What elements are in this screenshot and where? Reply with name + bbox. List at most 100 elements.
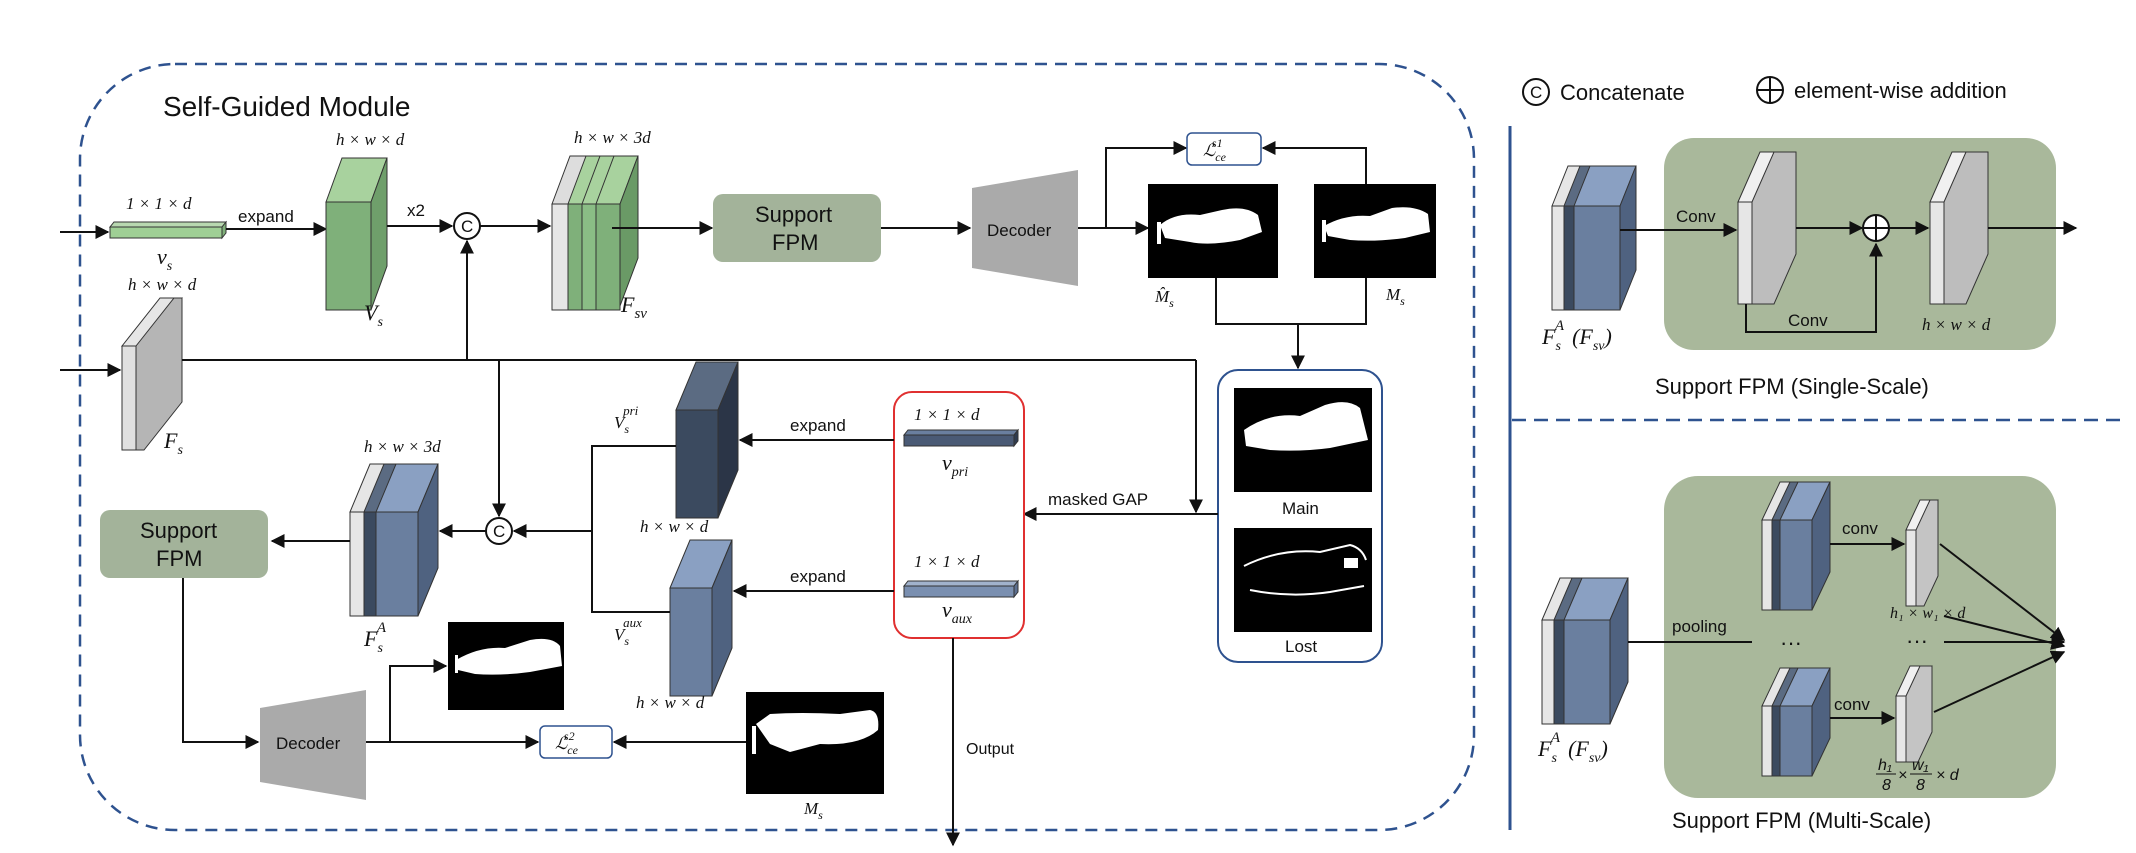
output-label: Output bbox=[966, 741, 1015, 758]
m-hat-mask bbox=[1148, 184, 1278, 278]
decoder-bottom bbox=[260, 690, 366, 800]
multi-dots-1: ··· bbox=[1780, 630, 1802, 655]
self-guided-title: Self-Guided Module bbox=[163, 91, 410, 122]
single-scale-panel bbox=[1664, 138, 2056, 350]
multi-dim2: h₁ 8 × w₁ 8 × d bbox=[1876, 757, 1960, 794]
concat-symbol-top: C bbox=[461, 217, 473, 236]
single-conv2-label: Conv bbox=[1788, 311, 1828, 330]
support-fpm-bottom-line2: FPM bbox=[156, 546, 202, 571]
multi-upper-feature bbox=[1761, 481, 1831, 611]
svg-text:h₁: h₁ bbox=[1878, 757, 1892, 774]
F-sv-label: Fsv bbox=[620, 292, 647, 322]
multi-scale-input-label: FsA(Fsv) bbox=[1537, 730, 1608, 766]
single-out-dim: h × w × d bbox=[1922, 315, 1991, 334]
v-aux-dim: 1 × 1 × d bbox=[914, 552, 980, 571]
v-s-vector bbox=[108, 220, 228, 240]
fpm-to-decoder-bottom bbox=[182, 578, 260, 749]
F-s-dim: h × w × d bbox=[128, 275, 197, 294]
multi-converge-1 bbox=[1939, 543, 2066, 641]
V-s-label: Vs bbox=[364, 300, 383, 330]
single-out-feature bbox=[1929, 151, 1989, 305]
self-guided-module-border bbox=[78, 62, 1476, 832]
single-scale-input-label: FsA(Fsv) bbox=[1541, 318, 1612, 354]
expand-label-pri: expand bbox=[790, 416, 846, 435]
m-s-label-top: Ms bbox=[1385, 285, 1405, 308]
svg-text:8: 8 bbox=[1916, 777, 1925, 794]
F-sA-label: FsA bbox=[363, 620, 387, 656]
decoder-bottom-label: Decoder bbox=[276, 734, 341, 753]
V-aux-dim: h × w × d bbox=[636, 693, 705, 712]
legend-add-label: element-wise addition bbox=[1794, 78, 2007, 103]
decoder-top-to-loss bbox=[1078, 141, 1188, 229]
v-s-dim: 1 × 1 × d bbox=[126, 194, 192, 213]
F-s-label: Fs bbox=[163, 428, 183, 458]
multi-upper-out bbox=[1905, 499, 1939, 607]
m-s-label-bottom: Ms bbox=[803, 799, 823, 822]
m-hat-label: M̂s bbox=[1154, 287, 1174, 310]
masked-gap-label: masked GAP bbox=[1048, 490, 1148, 509]
support-fpm-top-line2: FPM bbox=[772, 230, 818, 255]
m-s-mask-bottom bbox=[746, 692, 884, 794]
support-fpm-top bbox=[713, 194, 881, 262]
svg-text:w₁: w₁ bbox=[1912, 757, 1929, 774]
svg-text:× d: × d bbox=[1936, 767, 1960, 784]
loss-s2-box bbox=[539, 725, 613, 759]
prototype-box bbox=[893, 391, 1025, 639]
loss-s1-box bbox=[1186, 132, 1262, 166]
F-s-feature bbox=[120, 297, 184, 451]
F-sv-feature bbox=[551, 155, 639, 311]
pred-mask-bottom bbox=[448, 622, 564, 710]
F-sA-dim: h × w × 3d bbox=[364, 437, 441, 456]
expand-label-1: expand bbox=[238, 207, 294, 226]
v-s-label: vs bbox=[157, 244, 173, 274]
single-scale-input-feature bbox=[1551, 165, 1637, 311]
single-scale-caption: Support FPM (Single-Scale) bbox=[1655, 374, 1929, 399]
v-aux-label: vaux bbox=[942, 597, 973, 627]
support-fpm-top-line1: Support bbox=[755, 202, 832, 227]
mtop-to-loss bbox=[1261, 141, 1367, 184]
x2-label: x2 bbox=[407, 201, 425, 220]
V-aux-label: Vsaux bbox=[614, 615, 642, 648]
lost-mask bbox=[1234, 528, 1372, 632]
single-add-icon bbox=[1862, 214, 1890, 242]
v-pri-label: vpri bbox=[942, 450, 968, 480]
multi-converge-4 bbox=[1943, 615, 2066, 650]
masks-merge bbox=[1215, 278, 1367, 325]
v-aux-vector bbox=[902, 579, 1020, 599]
m-s-mask-top bbox=[1314, 184, 1436, 278]
vpri-vaux-merge bbox=[591, 445, 676, 613]
F-sv-dim: h × w × 3d bbox=[574, 128, 651, 147]
pooling-label: pooling bbox=[1672, 617, 1727, 636]
legend-concat-symbol: C bbox=[1530, 83, 1542, 102]
concat-symbol-bottom: C bbox=[493, 522, 505, 541]
decoder-bottom-to-mask bbox=[366, 659, 448, 743]
multi-converge-3 bbox=[1933, 650, 2066, 713]
V-pri-dim: h × w × d bbox=[640, 517, 709, 536]
loss-s2-label: ℒces2 bbox=[555, 729, 579, 757]
V-aux-feature bbox=[669, 539, 733, 697]
single-mid-feature bbox=[1737, 151, 1797, 305]
multi-lower-feature bbox=[1761, 667, 1831, 777]
decoder-top bbox=[972, 170, 1078, 286]
svg-text:8: 8 bbox=[1882, 777, 1891, 794]
v-pri-dim: 1 × 1 × d bbox=[914, 405, 980, 424]
lost-label: Lost bbox=[1285, 637, 1317, 656]
svg-text:×: × bbox=[1898, 767, 1907, 784]
multi-scale-caption: Support FPM (Multi-Scale) bbox=[1672, 808, 1931, 833]
multi-dots-2: ··· bbox=[1906, 628, 1928, 653]
legend-add-icon bbox=[1756, 76, 1784, 104]
multi-lower-out bbox=[1895, 665, 1933, 763]
V-s-feature bbox=[325, 157, 388, 311]
single-conv2-path bbox=[1745, 242, 1883, 333]
legend-concat-icon bbox=[1522, 78, 1550, 106]
loss-s1-label: ℒces1 bbox=[1203, 136, 1227, 164]
main-label: Main bbox=[1282, 499, 1319, 518]
legend-concat-label: Concatenate bbox=[1560, 80, 1685, 105]
decoder-top-label: Decoder bbox=[987, 221, 1052, 240]
multi-conv2-label: conv bbox=[1834, 695, 1870, 714]
multi-scale-input-feature bbox=[1541, 577, 1629, 725]
main-mask bbox=[1234, 388, 1372, 492]
single-conv1-label: Conv bbox=[1676, 207, 1716, 226]
support-fpm-bottom bbox=[100, 510, 268, 578]
